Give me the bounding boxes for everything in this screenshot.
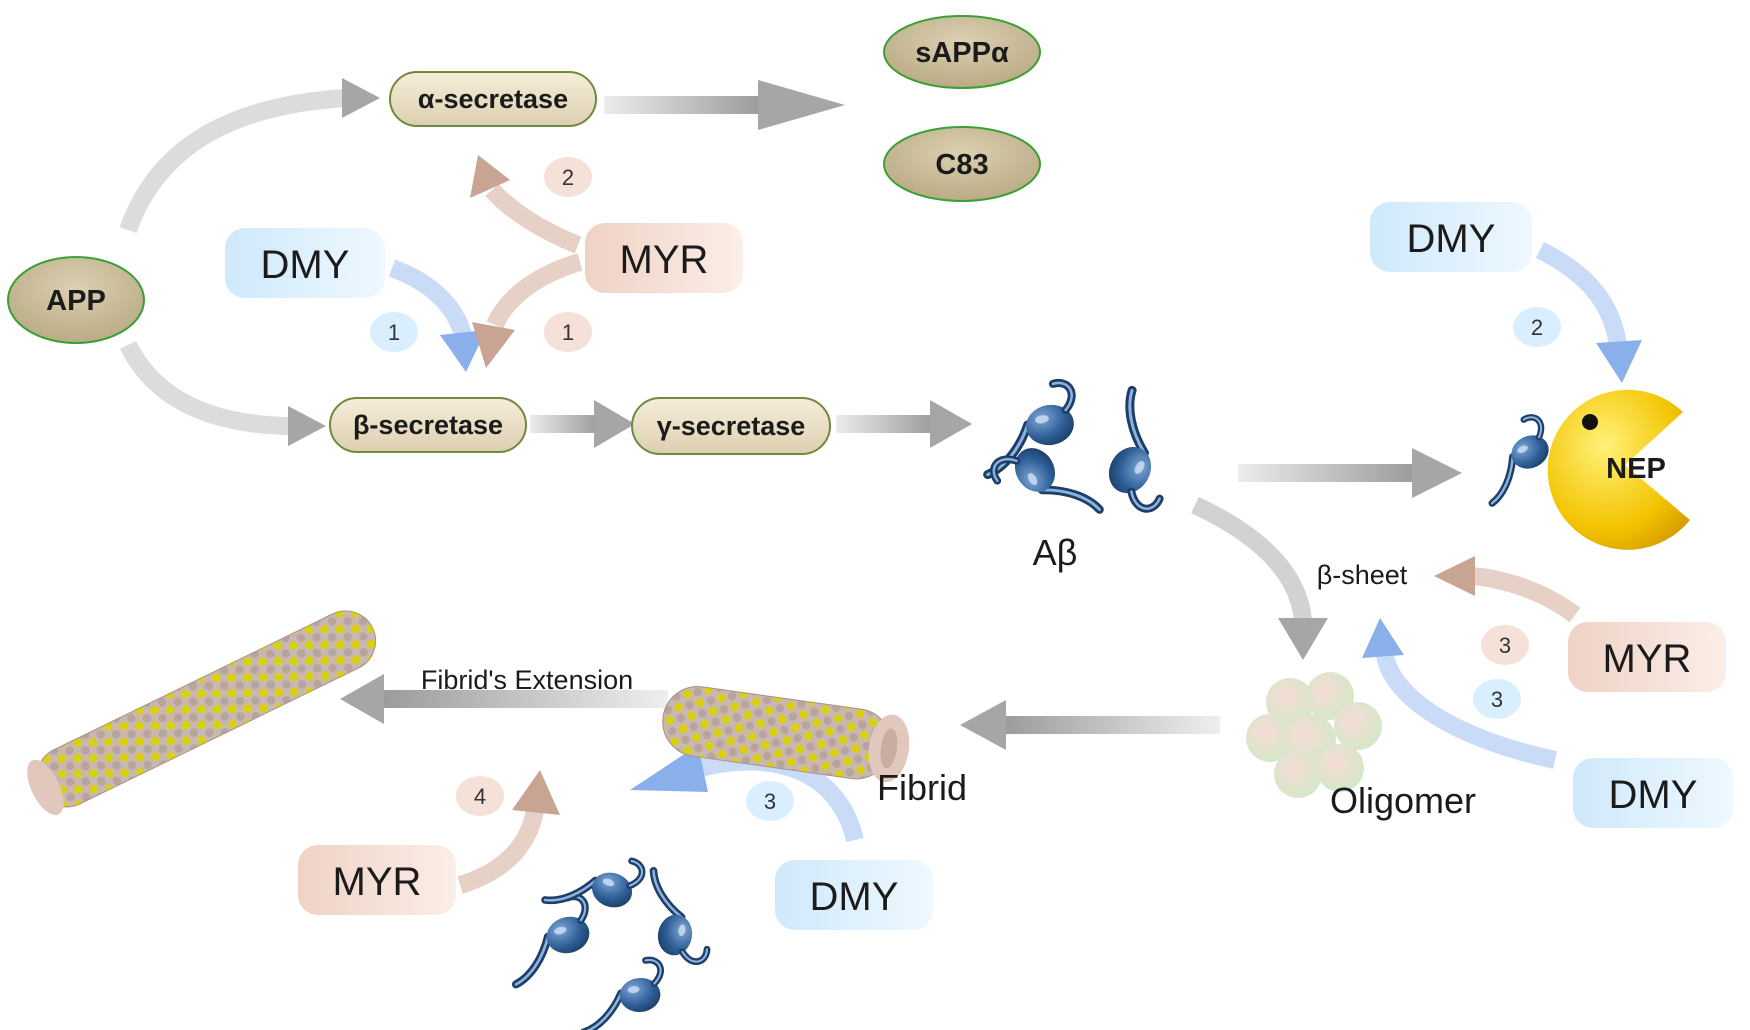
nep-enzyme: NEP — [1466, 389, 1690, 550]
myr-label: MYR — [333, 860, 422, 904]
fibrid-label: Fibrid — [877, 767, 967, 808]
app-label: APP — [46, 285, 106, 317]
nep-label: NEP — [1606, 453, 1666, 485]
step-badge-myr-beta: 1 — [544, 312, 592, 352]
gamma-secretase-node: γ-secretase — [631, 397, 831, 455]
abeta-cluster: Aβ — [974, 381, 1200, 573]
dmy-box-top-right: DMY — [1370, 202, 1532, 272]
dmy-box-top-left: DMY — [225, 228, 385, 298]
dmy-box-bottom: DMY — [775, 860, 933, 930]
myr-label: MYR — [1603, 637, 1692, 681]
beta-secretase-label: β-secretase — [353, 410, 503, 440]
step-badge-myr-sheet: 3 — [1481, 625, 1529, 665]
beta-secretase-node: β-secretase — [329, 397, 527, 453]
svg-text:2: 2 — [562, 165, 574, 190]
step-badge-dmy-nep: 2 — [1513, 307, 1561, 347]
released-monomers — [498, 838, 719, 1030]
sappa-node: sAPPα — [883, 15, 1041, 89]
c83-node: C83 — [883, 126, 1041, 202]
dmy-label: DMY — [1609, 773, 1698, 817]
alpha-secretase-label: α-secretase — [418, 84, 568, 114]
svg-text:1: 1 — [562, 320, 574, 345]
gamma-secretase-label: γ-secretase — [657, 411, 806, 441]
fibrid-extension-label: Fibrid's Extension — [421, 665, 633, 695]
myr-box-bottom: MYR — [298, 845, 456, 915]
c83-label: C83 — [935, 149, 988, 181]
sappa-label: sAPPα — [915, 37, 1009, 69]
oligomer — [1246, 672, 1382, 798]
step-badges: 2 1 1 2 3 3 4 3 — [370, 157, 1561, 821]
pathway-arrows — [119, 78, 1462, 750]
dmy-label: DMY — [810, 875, 899, 919]
svg-text:3: 3 — [764, 789, 776, 814]
fibrid-short — [662, 686, 910, 783]
myr-box-top: MYR — [585, 223, 743, 293]
drug-arrows — [388, 155, 1642, 894]
step-badge-dmy-beta: 1 — [370, 312, 418, 352]
myr-box-right: MYR — [1568, 622, 1726, 692]
app-node: APP — [7, 256, 145, 344]
alpha-secretase-node: α-secretase — [389, 71, 597, 127]
step-badge-myr-extension: 4 — [456, 776, 504, 816]
dmy-label: DMY — [261, 243, 350, 287]
svg-text:1: 1 — [388, 320, 400, 345]
oligomer-label: Oligomer — [1330, 780, 1476, 821]
fibril-extended — [27, 610, 377, 816]
dmy-label: DMY — [1407, 217, 1496, 261]
svg-text:2: 2 — [1531, 315, 1543, 340]
svg-text:3: 3 — [1499, 633, 1511, 658]
step-badge-dmy-fibrid: 3 — [746, 781, 794, 821]
svg-text:3: 3 — [1491, 687, 1503, 712]
svg-text:4: 4 — [474, 784, 486, 809]
step-badge-myr-alpha: 2 — [544, 157, 592, 197]
myr-label: MYR — [620, 238, 709, 282]
abeta-label: Aβ — [1033, 532, 1078, 573]
beta-sheet-label: β-sheet — [1317, 560, 1408, 590]
dmy-box-right: DMY — [1573, 758, 1733, 828]
step-badge-dmy-sheet: 3 — [1473, 679, 1521, 719]
